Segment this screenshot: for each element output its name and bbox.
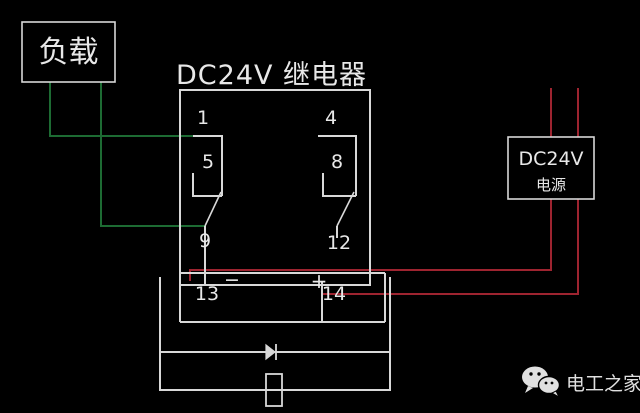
polarity-plus-label: + bbox=[311, 269, 328, 293]
contact-left-armature bbox=[204, 191, 222, 227]
load-box bbox=[21, 21, 116, 83]
contact-right-group bbox=[318, 135, 357, 238]
terminal-label-5: 5 bbox=[202, 151, 214, 173]
terminal-label-12: 12 bbox=[327, 232, 351, 254]
terminal-label-13: 13 bbox=[195, 283, 219, 305]
relay-box bbox=[179, 89, 371, 286]
contact-left-group bbox=[192, 135, 223, 285]
watermark-text: 电工之家 bbox=[566, 373, 640, 395]
terminal-label-4: 4 bbox=[325, 107, 337, 129]
load-label: 负载 bbox=[39, 35, 99, 70]
load-wires-green bbox=[49, 82, 205, 227]
polarity-minus-label: − bbox=[224, 269, 240, 291]
contact-right-armature bbox=[336, 191, 355, 227]
terminal-label-14: 14 bbox=[322, 283, 346, 305]
power-supply-box bbox=[507, 136, 595, 200]
terminal-label-9: 9 bbox=[199, 230, 211, 252]
freewheel-diode bbox=[265, 343, 277, 361]
relay-title: DC24V 继电器 bbox=[176, 60, 367, 91]
power-supply-voltage: DC24V bbox=[518, 148, 583, 170]
power-supply-block: DC24V 电源 bbox=[507, 136, 595, 200]
terminal-label-1: 1 bbox=[197, 107, 209, 129]
power-supply-label: 电源 bbox=[536, 176, 566, 194]
terminal-label-8: 8 bbox=[331, 151, 343, 173]
watermark-group: 电工之家 bbox=[522, 366, 640, 399]
load-block: 负载 bbox=[21, 21, 116, 83]
wechat-icon bbox=[522, 366, 561, 399]
coil-terminal-block bbox=[179, 272, 386, 323]
relay-coil bbox=[265, 373, 283, 407]
